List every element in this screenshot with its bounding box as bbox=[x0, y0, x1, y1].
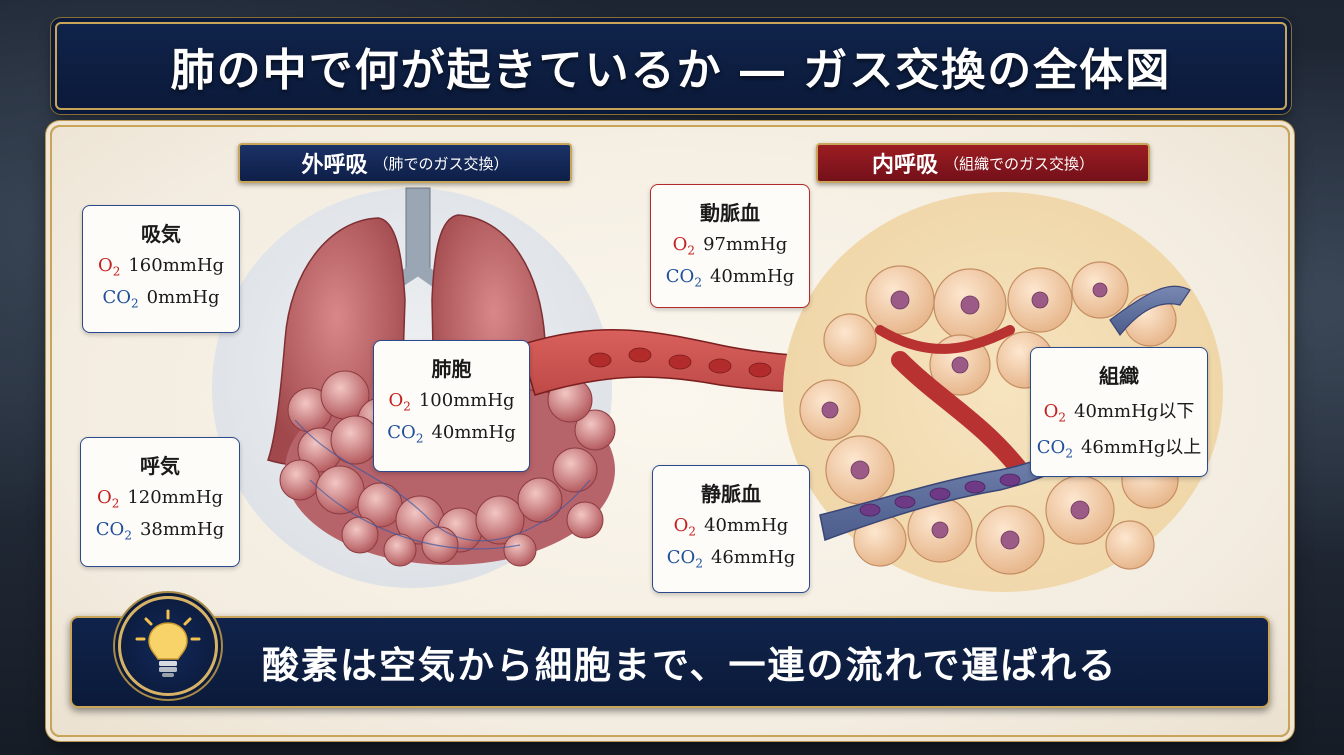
exhale-co2-value: 38mmHg bbox=[139, 518, 225, 540]
o2-symbol: O bbox=[1043, 401, 1059, 422]
external-respiration-sub: （肺でのガス交換） bbox=[373, 154, 509, 173]
alveoli-title: 肺胞 bbox=[431, 357, 472, 381]
o2-symbol: O bbox=[388, 390, 404, 411]
title-banner: 肺の中で何が起きているか ― ガス交換の全体図 bbox=[55, 22, 1287, 110]
arterial-o2-value: 97mmHg bbox=[703, 234, 788, 255]
page-title: 肺の中で何が起きているか ― ガス交換の全体図 bbox=[170, 45, 1172, 96]
alveoli-o2-value: 100mmHg bbox=[418, 390, 515, 411]
venous-blood-title: 静脈血 bbox=[701, 482, 761, 506]
internal-respiration-label: 内呼吸 bbox=[871, 152, 938, 178]
co2-subscript: 2 bbox=[1065, 446, 1073, 461]
external-respiration-label: 外呼吸 bbox=[301, 152, 368, 178]
o2-subscript: 2 bbox=[688, 524, 697, 539]
co2-subscript: 2 bbox=[695, 556, 703, 571]
co2-subscript: 2 bbox=[694, 275, 702, 290]
o2-subscript: 2 bbox=[111, 496, 120, 511]
internal-respiration-sub: （組織でのガス交換） bbox=[944, 154, 1095, 173]
exhale-o2-value: 120mmHg bbox=[127, 487, 224, 508]
alveoli-co2-value: 40mmHg bbox=[431, 421, 516, 443]
o2-symbol: O bbox=[672, 234, 688, 255]
co2-symbol: CO bbox=[666, 546, 696, 568]
o2-symbol: O bbox=[673, 515, 689, 536]
o2-subscript: 2 bbox=[112, 264, 121, 279]
arterial-co2-value: 40mmHg bbox=[709, 265, 795, 287]
capillary-network bbox=[875, 325, 1029, 479]
cell-nuclei bbox=[821, 282, 1108, 550]
venous-co2-value: 46mmHg bbox=[710, 546, 796, 568]
co2-subscript: 2 bbox=[131, 296, 139, 311]
bottom-message: 酸素は空気から細胞まで、一連の流れで運ばれる bbox=[262, 643, 1118, 687]
external-respiration-tag: 外呼吸 （肺でのガス交換） bbox=[238, 143, 572, 183]
tissue-co2-value: 46mmHg以上 bbox=[1080, 436, 1202, 458]
inhale-o2-value: 160mmHg bbox=[128, 255, 225, 276]
o2-subscript: 2 bbox=[687, 243, 696, 258]
co2-symbol: CO bbox=[665, 265, 695, 287]
inhale-title: 吸気 bbox=[141, 222, 181, 246]
tissue-title: 組織 bbox=[1099, 364, 1139, 388]
arterial-blood-title: 動脈血 bbox=[700, 201, 760, 225]
co2-symbol: CO bbox=[102, 286, 132, 308]
bottom-banner: 酸素は空気から細胞まで、一連の流れで運ばれる bbox=[70, 616, 1270, 708]
venous-o2-value: 40mmHg bbox=[704, 515, 789, 536]
internal-respiration-tag: 内呼吸 （組織でのガス交換） bbox=[816, 143, 1150, 183]
tissue-o2-value: 40mmHg以下 bbox=[1074, 401, 1195, 422]
co2-symbol: CO bbox=[1036, 436, 1066, 458]
o2-symbol: O bbox=[96, 487, 112, 508]
lightbulb-icon bbox=[135, 609, 201, 677]
o2-subscript: 2 bbox=[403, 399, 411, 414]
lightbulb-badge bbox=[118, 596, 218, 696]
o2-symbol: O bbox=[97, 255, 113, 276]
inhale-co2-value: 0mmHg bbox=[146, 286, 220, 308]
co2-symbol: CO bbox=[387, 421, 416, 443]
exhale-title: 呼気 bbox=[140, 454, 180, 478]
co2-subscript: 2 bbox=[415, 431, 424, 446]
co2-subscript: 2 bbox=[124, 528, 132, 543]
o2-subscript: 2 bbox=[1058, 410, 1067, 425]
co2-symbol: CO bbox=[95, 518, 125, 540]
